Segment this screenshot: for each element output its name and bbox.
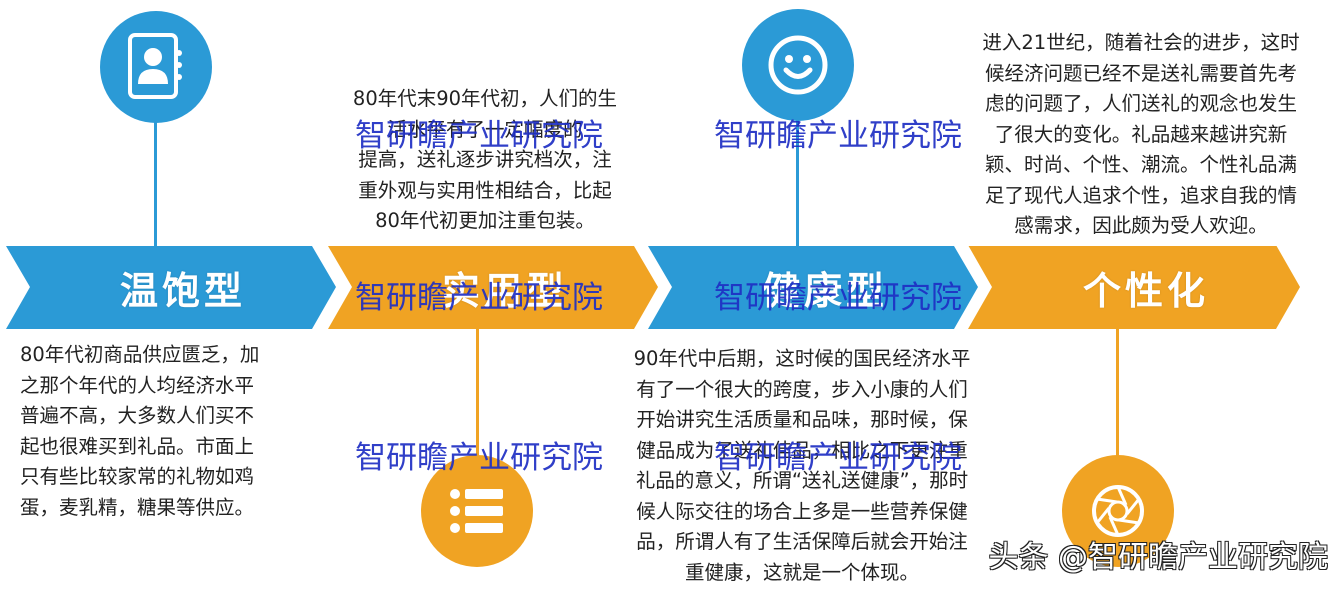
arrow-shape-3 <box>648 246 978 329</box>
desc-line: 颖、时尚、个性、潮流。个性礼品满 <box>984 153 1297 176</box>
contact-book-icon <box>128 33 182 99</box>
desc-line: 候人际交往的场合上多是一些营养保健 <box>636 499 968 523</box>
arrow-shape-1 <box>6 246 336 329</box>
desc-line: 起也很难买到礼品。市面上 <box>20 434 255 458</box>
stage-1-icon-circle <box>100 11 212 123</box>
desc-line: 健品成为了送礼佳品，相比之下更注重 <box>636 438 968 462</box>
list-icon <box>450 489 503 533</box>
desc-line: 普遍不高，大多数人们买不 <box>20 404 255 427</box>
watermark: 智研瞻产业研究院 <box>355 280 603 316</box>
watermark: 智研瞻产业研究院 <box>714 440 962 476</box>
arrow-shape-2 <box>328 246 658 329</box>
desc-line: 提高，送礼逐步讲究档次，注 <box>358 148 612 171</box>
stage-4-arrow: 个性化 <box>992 246 1300 329</box>
desc-line: 进入21世纪，随着社会的进步，这时 <box>982 31 1300 54</box>
desc-line: 候经济问题已经不是送礼需要首先考 <box>984 61 1297 85</box>
watermark: 智研瞻产业研究院 <box>355 118 603 154</box>
desc-line: 虑的问题了，人们送礼的观念也发生 <box>984 92 1297 115</box>
smiley-face-icon <box>768 35 828 95</box>
watermark: 智研瞻产业研究院 <box>355 440 603 476</box>
desc-line: 只有些比较家常的礼物如鸡 <box>20 465 255 488</box>
desc-line: 有了一个很大的跨度，步入小康的人们 <box>636 377 968 401</box>
stage-2-connector <box>476 328 479 458</box>
stage-2-description: 80年代末90年代初，人们的生 活水平有了一定幅度的 提高，送礼逐步讲究档次，注… <box>326 84 644 237</box>
stage-1-label: 温饱型 <box>119 268 246 313</box>
stage-3-connector <box>796 118 799 248</box>
arrow-shape-4 <box>968 246 1300 329</box>
stage-3-description: 90年代中后期，这时候的国民经济水平 有了一个很大的跨度，步入小康的人们 开始讲… <box>588 344 1016 588</box>
stage-3-label: 健康型 <box>761 268 888 313</box>
stage-3-arrow: 健康型 <box>672 246 978 329</box>
stage-4-description: 进入21世纪，随着社会的进步，这时 候经济问题已经不是送礼需要首先考 虑的问题了… <box>942 28 1340 242</box>
timeline-arrows <box>6 246 1300 329</box>
desc-line: 了很大的变化。礼品越来越讲究新 <box>994 122 1288 146</box>
desc-line: 足了现代人追求个性，追求自我的情 <box>984 183 1297 207</box>
desc-line: 蛋，麦乳精，糖果等供应。 <box>20 495 255 519</box>
watermark: 智研瞻产业研究院 <box>714 118 962 154</box>
desc-line: 80年代初更加注重包装。 <box>375 209 595 232</box>
desc-line: 80年代末90年代初，人们的生 <box>352 87 618 110</box>
watermark: 智研瞻产业研究院 <box>714 280 962 316</box>
stage-2-icon-circle <box>421 455 533 567</box>
stage-1-connector <box>154 120 157 248</box>
source-credit: 头条 @智研瞻产业研究院 <box>988 540 1328 575</box>
desc-line: 礼品的意义，所谓“送礼送健康”，那时 <box>635 469 969 492</box>
desc-line: 感需求，因此颇为受人欢迎。 <box>1014 214 1268 237</box>
desc-line: 开始讲究生活质量和品味，那时候，保 <box>636 408 968 431</box>
stage-4-connector <box>1116 328 1119 458</box>
stage-3-icon-circle <box>742 9 854 121</box>
stage-4-icon-circle <box>1062 455 1174 567</box>
stage-4-label: 个性化 <box>1082 268 1209 313</box>
stage-1-description: 80年代初商品供应匮乏，加 之那个年代的人均经济水平 普遍不高，大多数人们买不 … <box>20 340 259 523</box>
desc-line: 90年代中后期，这时候的国民经济水平 <box>633 347 971 370</box>
camera-aperture-icon <box>1092 485 1144 537</box>
desc-line: 重外观与实用性相结合，比起 <box>358 178 612 202</box>
desc-line: 活水平有了一定幅度的 <box>387 117 583 141</box>
desc-line: 80年代初商品供应匮乏，加 <box>20 343 260 366</box>
desc-line: 品，所谓人有了生活保障后就会开始注 <box>636 530 968 553</box>
desc-line: 之那个年代的人均经济水平 <box>20 373 255 397</box>
stage-1-arrow: 温饱型 <box>30 246 336 329</box>
stage-2-arrow: 实用型 <box>352 246 658 329</box>
desc-line: 重健康，这就是一个体现。 <box>684 560 919 584</box>
stage-2-label: 实用型 <box>441 268 568 313</box>
